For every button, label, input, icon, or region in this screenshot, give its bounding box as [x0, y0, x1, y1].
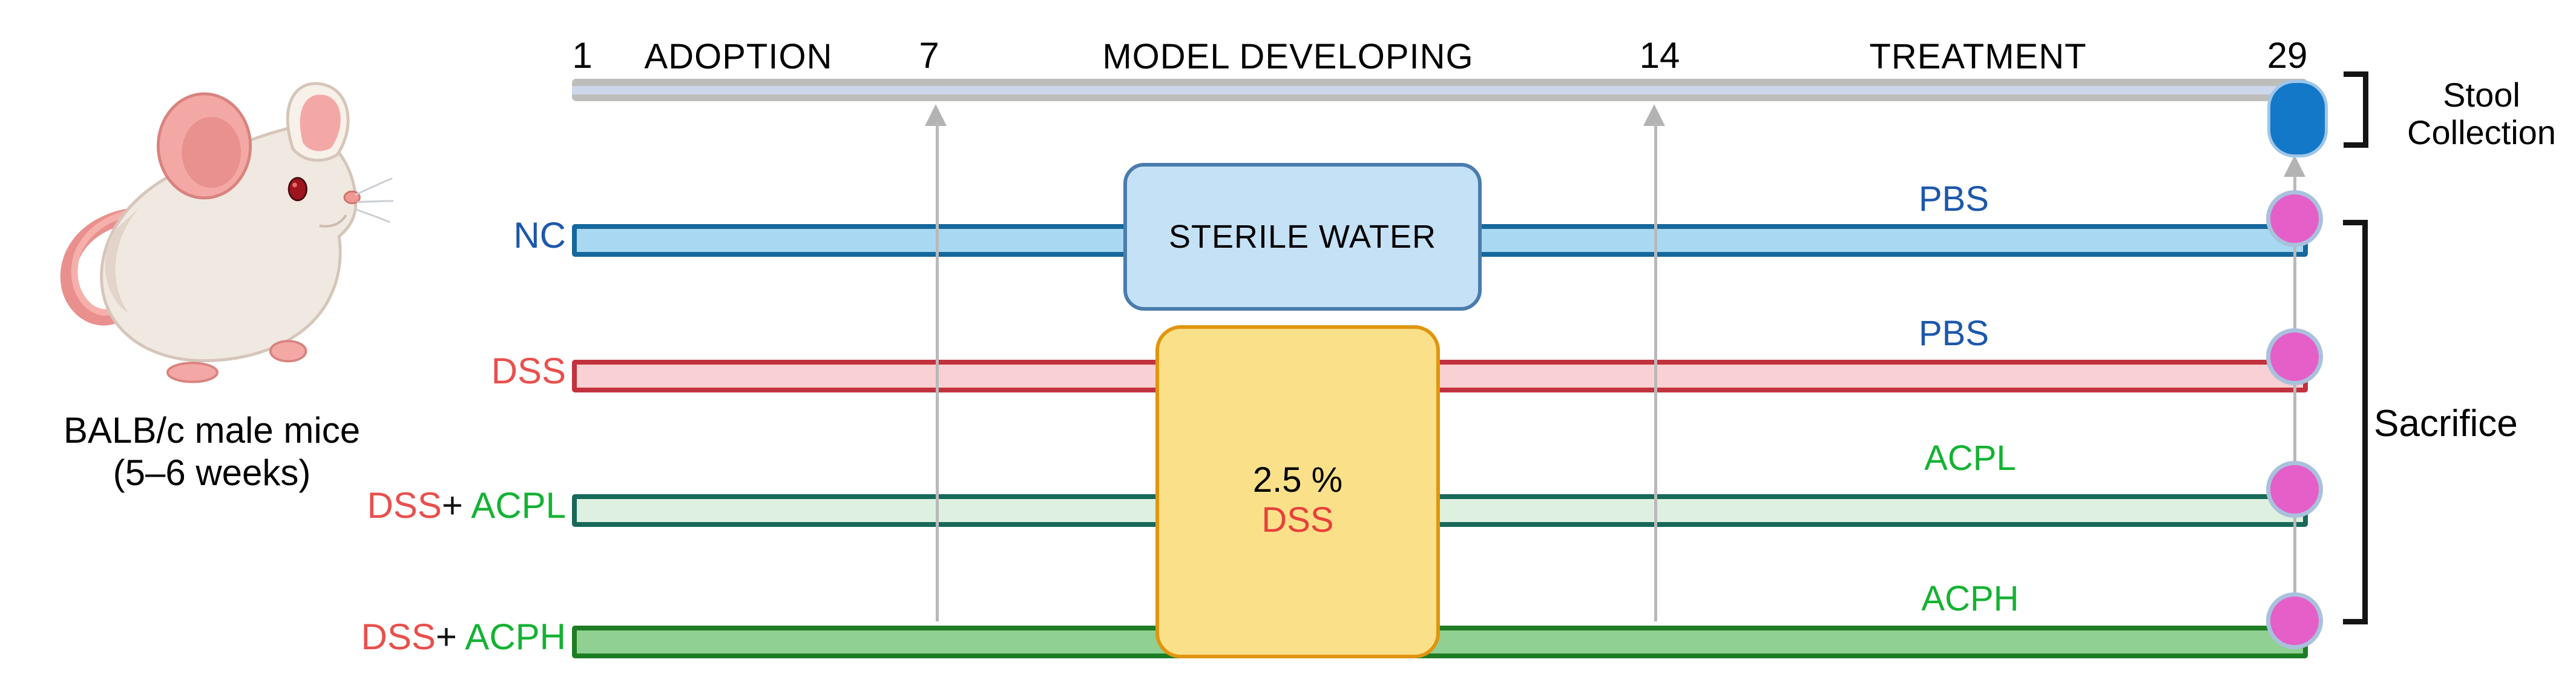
dss-concentration-label: 2.5 %	[1252, 460, 1343, 500]
timeline-day-29: 29	[2267, 35, 2308, 76]
day14-arrow-line	[1654, 122, 1657, 621]
group-label-text: ACPL	[462, 485, 566, 526]
acpl-group-line	[572, 494, 2308, 527]
group-label-dss: DSS	[327, 352, 566, 390]
timeline-day-7: 7	[919, 35, 939, 76]
dss-group-line	[572, 360, 2308, 392]
group-label-nc: NC	[327, 217, 566, 254]
mouse-hind-paw	[166, 362, 218, 383]
group-label-text: DSS	[491, 351, 566, 391]
sacrifice-marker-dss	[2266, 328, 2323, 385]
stool-bracket-vertical	[2363, 71, 2368, 148]
stool-collection-line2: Collection	[2407, 113, 2556, 151]
dss-box: 2.5 % DSS	[1155, 325, 1440, 658]
subject-line1: BALB/c male mice	[63, 410, 361, 451]
sacrifice-marker-acph	[2266, 592, 2323, 649]
sacrifice-marker-nc	[2266, 190, 2323, 247]
sacrifice-bracket-vertical	[2362, 220, 2368, 624]
stool-bracket-bottom-tick	[2344, 142, 2368, 148]
mouse-illustration	[60, 82, 393, 383]
mouse-eye-highlight	[292, 182, 297, 188]
stool-collection-line1: Stool	[2443, 76, 2520, 114]
sacrifice-label: Sacrifice	[2374, 403, 2518, 445]
sterile-water-label: STERILE WATER	[1168, 219, 1437, 255]
treatment-label-pbs-nc: PBS	[1918, 179, 1990, 219]
mouse-front-paw	[269, 340, 307, 363]
subject-caption: BALB/c male mice (5–6 weeks)	[24, 409, 399, 494]
dss-name-label: DSS	[1261, 500, 1334, 540]
timeline-bar	[572, 79, 2307, 101]
group-label-text: DSS	[361, 617, 436, 657]
timeline-day-14: 14	[1639, 35, 1680, 76]
group-label-text: ACPH	[456, 617, 566, 657]
day7-arrow-line	[936, 122, 939, 621]
mouse-whiskers	[354, 177, 393, 223]
acph-group-line	[572, 626, 2308, 658]
mouse-body-shade	[105, 208, 140, 314]
sacrifice-bracket-top-tick	[2343, 220, 2368, 225]
phase-adoption: ADOPTION	[644, 37, 833, 76]
group-label-dss-acph: DSS+ ACPH	[327, 618, 566, 656]
stool-bracket-top-tick	[2344, 71, 2368, 77]
mouse-mouth	[319, 214, 347, 228]
group-label-dss-acpl: DSS+ ACPL	[327, 487, 566, 524]
group-label-plus: +	[441, 485, 463, 526]
stool-arrow-icon	[2284, 155, 2305, 177]
phase-model-developing: MODEL DEVELOPING	[1102, 37, 1474, 76]
phase-treatment: TREATMENT	[1869, 37, 2087, 76]
group-label-text: DSS	[367, 485, 442, 526]
subject-line2: (5–6 weeks)	[113, 452, 311, 493]
sterile-water-box: STERILE WATER	[1123, 163, 1482, 311]
treatment-label-acph: ACPH	[1921, 579, 2019, 618]
sacrifice-bracket-bottom-tick	[2343, 619, 2368, 624]
treatment-label-acpl: ACPL	[1924, 438, 2016, 478]
group-label-plus: +	[435, 617, 457, 657]
stool-collection-label: Stool Collection	[2391, 76, 2572, 151]
stool-collection-marker	[2267, 80, 2328, 157]
group-label-text: NC	[513, 215, 566, 256]
mouse-far-ear-inner	[182, 117, 242, 188]
sacrifice-marker-acpl	[2266, 461, 2323, 518]
mouse-near-ear-inner	[300, 94, 341, 151]
timeline-day-1: 1	[572, 35, 593, 76]
mouse-eye	[288, 177, 307, 202]
treatment-label-pbs-dss: PBS	[1918, 314, 1990, 353]
endpoint-connector-line	[2293, 174, 2296, 621]
